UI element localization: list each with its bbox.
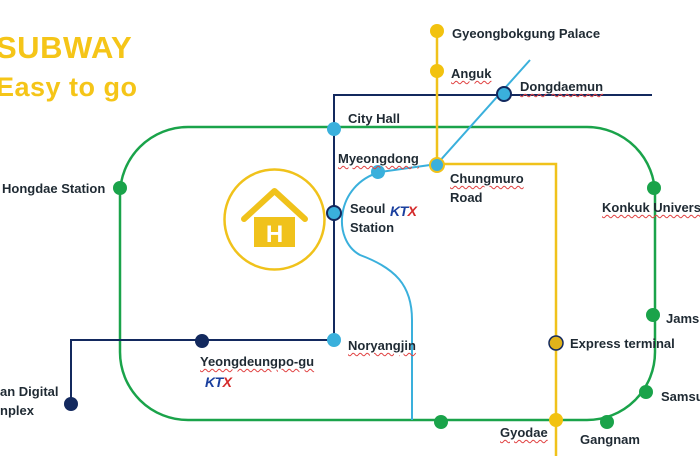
label-yeongdeungpo: Yeongdeungpo-gu <box>200 354 315 369</box>
green-line <box>118 125 657 422</box>
map-subtitle: Easy to go <box>0 72 138 102</box>
station-dot-konkuk[interactable] <box>647 181 661 195</box>
ktx-letters: KT <box>390 203 408 219</box>
station-dot-dongdaemun[interactable] <box>496 86 512 102</box>
ktx-logo-seoul: KTX <box>390 203 417 219</box>
ktx-x: X <box>222 374 232 390</box>
station-dot-anguk[interactable] <box>430 64 444 78</box>
hotel-letter: H <box>266 221 283 248</box>
station-dot-digital-complex[interactable] <box>64 397 78 411</box>
navy-line <box>70 94 652 404</box>
map-title: SUBWAY <box>0 30 133 65</box>
house-icon: H <box>223 168 326 271</box>
station-dot-yeongdeungpo[interactable] <box>195 334 209 348</box>
station-dot-hongdae[interactable] <box>113 181 127 195</box>
ktx-logo-yeongdeungpo: KTX <box>205 374 232 390</box>
station-dot-noryangjin[interactable] <box>327 333 341 347</box>
label-myeongdong: Myeongdong <box>338 151 419 166</box>
label-gyodae: Gyodae <box>500 425 548 440</box>
label-digital: an Digital <box>0 384 59 399</box>
hotel-marker[interactable]: H <box>222 167 327 272</box>
label-chungmuro-road: Road <box>450 190 483 205</box>
station-dot-myeongdong[interactable] <box>371 165 385 179</box>
label-dongdaemun: Dongdaemun <box>520 79 604 94</box>
label-city-hall: City Hall <box>348 111 401 126</box>
label-noryangjin: Noryangjin <box>348 338 416 353</box>
label-express-terminal: Express terminal <box>570 336 675 351</box>
station-dot-jamsil[interactable] <box>646 308 660 322</box>
station-dot-gyeongbokgung[interactable] <box>430 24 444 38</box>
ktx-letters: KT <box>205 374 223 390</box>
label-konkuk: Konkuk Univers <box>602 200 700 215</box>
label-gangnam: Gangnam <box>580 432 640 447</box>
light-blue-line <box>340 59 531 420</box>
label-gyeongbokgung: Gyeongbokgung Palace <box>452 26 601 41</box>
station-dot-seoul-station[interactable] <box>326 205 342 221</box>
station-dot-chungmuro[interactable] <box>429 157 445 173</box>
station-dot-green-south[interactable] <box>434 415 448 429</box>
label-jamsil: Jamsi <box>666 311 700 326</box>
station-dot-gangnam[interactable] <box>600 415 614 429</box>
station-dot-city-hall[interactable] <box>327 122 341 136</box>
label-seoul-station: Station <box>350 220 395 235</box>
ktx-x: X <box>407 203 417 219</box>
station-dot-express-terminal[interactable] <box>548 335 564 351</box>
label-seoul: Seoul <box>350 201 386 216</box>
label-chungmuro: Chungmuro <box>450 171 524 186</box>
label-hongdae: Hongdae Station <box>2 181 106 196</box>
label-samsung: Samsu <box>661 389 700 404</box>
yellow-line <box>435 30 558 456</box>
label-digital-complex: nplex <box>0 403 34 418</box>
station-dot-gyodae[interactable] <box>549 413 563 427</box>
station-dot-samsung[interactable] <box>639 385 653 399</box>
label-anguk: Anguk <box>451 66 492 81</box>
